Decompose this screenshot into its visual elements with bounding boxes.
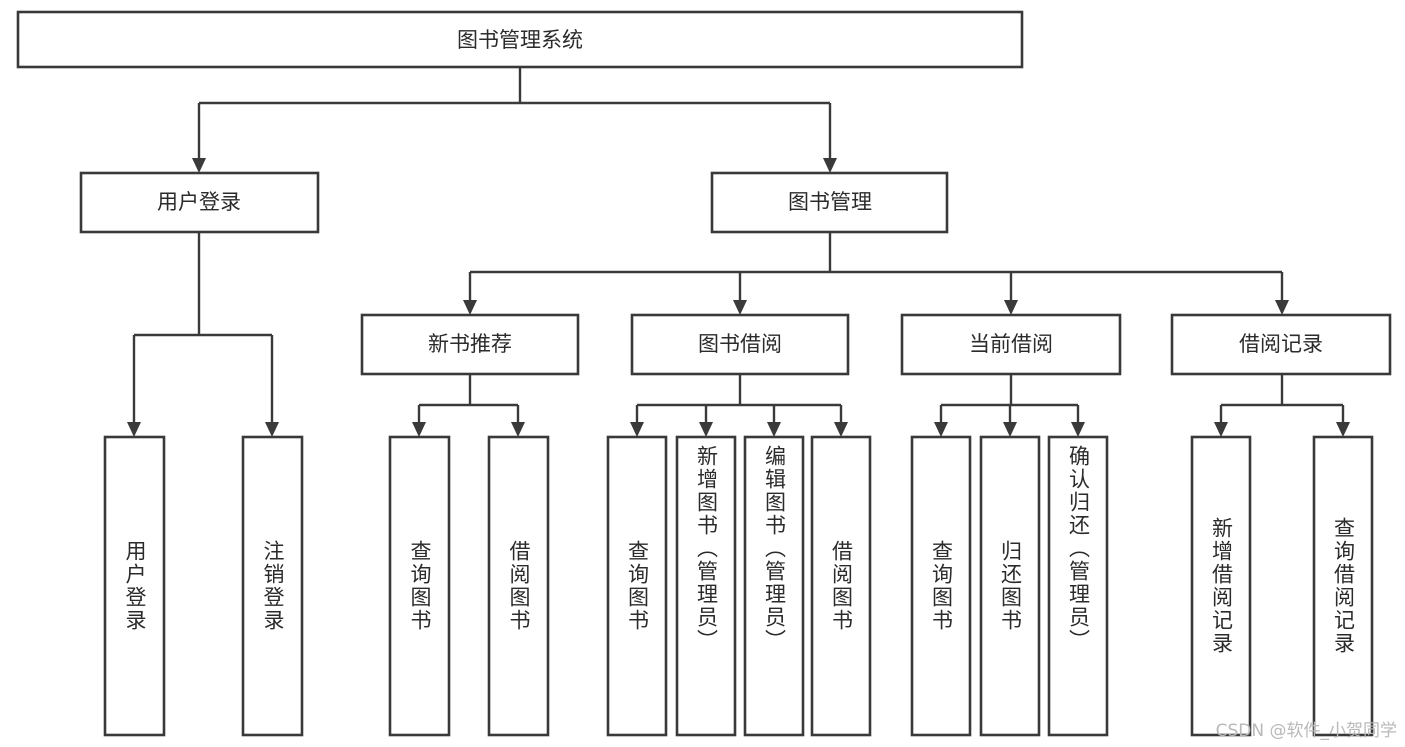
- node-user-login-label: 用户登录: [157, 190, 241, 214]
- leaf-box-user-login-0[interactable]: [103, 435, 166, 737]
- leaf-box-new-book-1[interactable]: [487, 435, 550, 737]
- leaf-box-borrow-record-1[interactable]: [1312, 435, 1374, 737]
- edges-book-borrow-to-leaves: [630, 374, 848, 437]
- edges-current-borrow-to-leaves: [934, 374, 1085, 437]
- edges-new-book-to-leaves: [412, 374, 525, 437]
- node-current-borrow-box[interactable]: [900, 313, 1122, 376]
- node-borrow-record-label: 借阅记录: [1239, 332, 1323, 356]
- leaves-book-borrow: [606, 435, 872, 737]
- arrow-book-borrow-leaf-2: [767, 422, 781, 437]
- node-user-login-box[interactable]: [79, 171, 320, 234]
- node-new-book[interactable]: 新书推荐: [360, 313, 580, 376]
- leaves-new-book: [388, 435, 550, 737]
- node-current-borrow-label: 当前借阅: [969, 332, 1053, 356]
- leaf-box-current-borrow-0[interactable]: [910, 435, 972, 737]
- leaf-box-borrow-record-0[interactable]: [1190, 435, 1252, 737]
- node-current-borrow[interactable]: 当前借阅: [900, 313, 1122, 376]
- arrow-book-borrow-leaf-0: [630, 422, 644, 437]
- arrow-to-book-borrow: [733, 300, 747, 315]
- leaf-box-user-login-1[interactable]: [241, 435, 304, 737]
- arrow-current-borrow-leaf-2: [1071, 422, 1085, 437]
- leaves-user-login: [103, 435, 304, 737]
- node-book-borrow-label: 图书借阅: [698, 332, 782, 356]
- arrow-new-book-leaf-0: [412, 422, 426, 437]
- arrow-book-borrow-leaf-3: [834, 422, 848, 437]
- arrow-current-borrow-leaf-0: [934, 422, 948, 437]
- leaf-box-book-borrow-2[interactable]: [743, 435, 805, 737]
- leaf-box-book-borrow-0[interactable]: [606, 435, 668, 737]
- node-book-borrow-box[interactable]: [630, 313, 850, 376]
- node-borrow-record-box[interactable]: [1170, 313, 1392, 376]
- arrow-to-current-borrow: [1004, 300, 1018, 315]
- node-user-login[interactable]: 用户登录: [79, 171, 320, 234]
- node-book-manage-label: 图书管理: [788, 190, 872, 214]
- edges-user-login-to-leaves: [127, 232, 279, 437]
- arrow-to-new-book: [463, 300, 477, 315]
- edges-root-to-level2: [192, 67, 837, 173]
- arrow-user-login-leaf-0: [127, 422, 141, 437]
- node-root[interactable]: 图书管理系统: [16, 10, 1024, 69]
- arrow-borrow-record-leaf-0: [1214, 422, 1228, 437]
- node-root-label: 图书管理系统: [457, 28, 583, 52]
- arrow-book-borrow-leaf-1: [699, 422, 713, 437]
- leaf-box-book-borrow-3[interactable]: [810, 435, 872, 737]
- arrow-user-login-leaf-1: [265, 422, 279, 437]
- arrow-to-borrow-record: [1275, 300, 1289, 315]
- leaf-box-current-borrow-1[interactable]: [979, 435, 1041, 737]
- edges-book-manage-to-level3: [463, 232, 1289, 315]
- node-book-manage[interactable]: 图书管理: [710, 171, 949, 234]
- node-book-borrow[interactable]: 图书借阅: [630, 313, 850, 376]
- node-new-book-box[interactable]: [360, 313, 580, 376]
- arrow-current-borrow-leaf-1: [1003, 422, 1017, 437]
- leaf-box-new-book-0[interactable]: [388, 435, 451, 737]
- node-book-manage-box[interactable]: [710, 171, 949, 234]
- leaves-borrow-record: [1190, 435, 1374, 737]
- leaf-box-book-borrow-1[interactable]: [675, 435, 737, 737]
- node-new-book-label: 新书推荐: [428, 332, 512, 356]
- arrow-new-book-leaf-1: [511, 422, 525, 437]
- edges-borrow-record-to-leaves: [1214, 374, 1350, 437]
- leaf-box-current-borrow-2[interactable]: [1047, 435, 1109, 737]
- arrow-borrow-record-leaf-1: [1336, 422, 1350, 437]
- node-root-box[interactable]: [16, 10, 1024, 69]
- arrow-root-to-book-manage: [823, 158, 837, 173]
- node-borrow-record[interactable]: 借阅记录: [1170, 313, 1392, 376]
- arrow-root-to-user-login: [192, 158, 206, 173]
- leaves-current-borrow: [910, 435, 1109, 737]
